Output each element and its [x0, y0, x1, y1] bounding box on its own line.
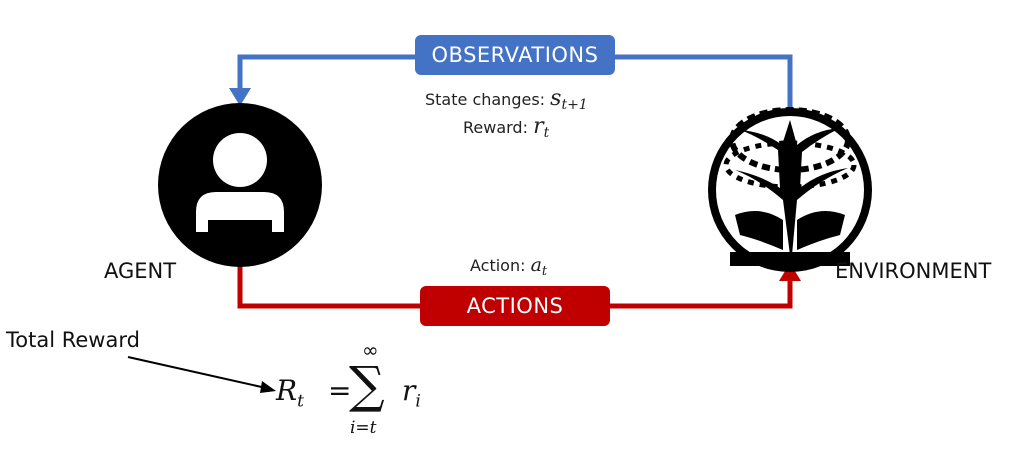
reward-subscript: t: [543, 125, 550, 142]
total-reward-pointer: [127, 356, 267, 389]
action-symbol: a: [530, 254, 542, 276]
formula-lhs-sub: t: [297, 391, 304, 412]
actions-label: ACTIONS: [466, 294, 564, 318]
state-changes-label: State changes:: [425, 90, 546, 109]
agent-person-icon: [158, 103, 322, 267]
total-reward-arrowhead: [260, 381, 276, 393]
total-reward-label: Total Reward: [6, 328, 140, 352]
observation-arrowhead: [229, 88, 251, 106]
actions-box: ACTIONS: [420, 286, 610, 326]
agent-label: AGENT: [104, 259, 177, 283]
state-changes-text: State changes: st+1: [425, 86, 588, 113]
observations-label: OBSERVATIONS: [431, 43, 599, 67]
formula-term-sub: i: [415, 391, 421, 412]
formula-term: r: [402, 374, 416, 407]
formula-lhs: R: [276, 374, 298, 407]
environment-tree-icon: [708, 107, 872, 272]
action-text: Action: at: [470, 254, 547, 279]
environment-label: ENVIRONMENT: [835, 259, 992, 283]
state-symbol: s: [550, 86, 562, 111]
formula-equals: =: [328, 374, 352, 407]
action-subscript: t: [541, 264, 548, 280]
reward-label: Reward:: [463, 118, 528, 137]
sum-upper: ∞: [362, 338, 379, 362]
observations-box: OBSERVATIONS: [415, 35, 615, 75]
action-label: Action:: [470, 256, 526, 275]
sum-symbol: ∑: [349, 356, 385, 414]
reward-symbol: r: [533, 114, 544, 139]
state-subscript: t+1: [561, 97, 588, 114]
reward-text: Reward: rt: [463, 114, 549, 141]
sum-lower: i=t: [350, 418, 377, 438]
